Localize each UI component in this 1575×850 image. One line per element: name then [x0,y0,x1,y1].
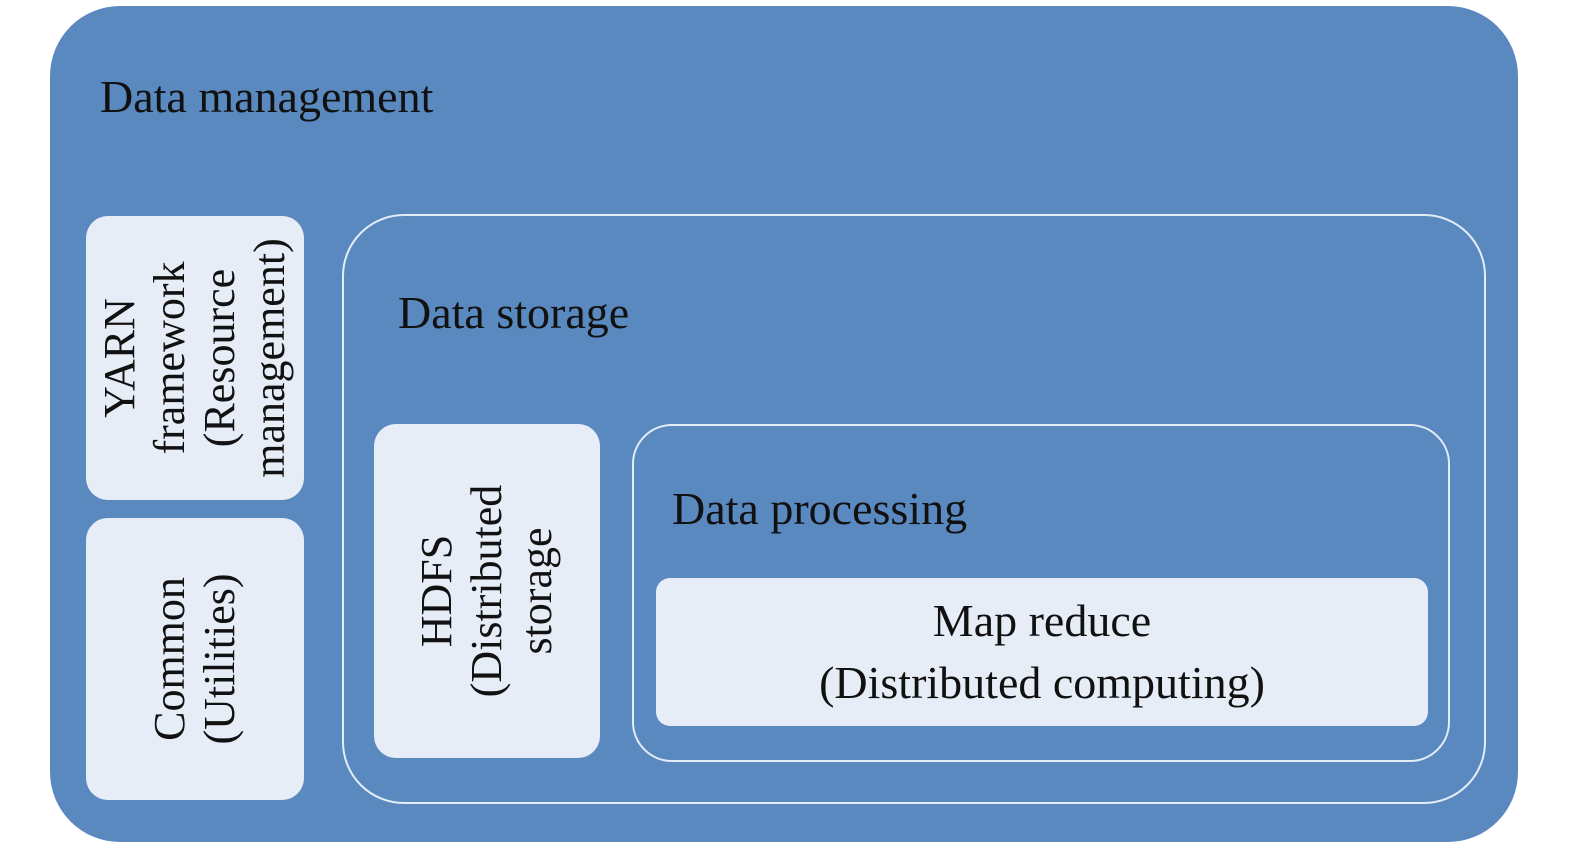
common-utilities-label: Common (Utilities) [145,573,245,744]
common-line-1: Common [145,577,194,741]
common-utilities-box: Common (Utilities) [86,518,304,800]
yarn-framework-label: YARN framework (Resource management) [95,238,295,477]
hdfs-line-1: HDFS [412,534,461,648]
yarn-line-3: (Resource [195,268,244,448]
data-processing-container: Data processing Map reduce (Distributed … [632,424,1450,762]
data-management-title: Data management [100,71,434,122]
data-storage-title: Data storage [398,287,630,338]
hdfs-line-2: (Distributed [462,484,511,698]
common-line-2: (Utilities) [195,573,244,745]
data-processing-title: Data processing [672,483,968,534]
hdfs-label: HDFS (Distributed storage [412,485,562,698]
hdfs-box: HDFS (Distributed storage [374,424,600,758]
yarn-framework-box: YARN framework (Resource management) [86,216,304,500]
map-reduce-line-2: (Distributed computing) [819,657,1265,708]
yarn-line-2: framework [145,261,194,455]
map-reduce-box: Map reduce (Distributed computing) [656,578,1428,726]
map-reduce-line-1: Map reduce [932,595,1152,646]
data-storage-container: Data storage HDFS (Distributed storage D… [342,214,1486,804]
data-management-container: Data management YARN framework (Resource… [50,6,1518,842]
yarn-line-1: YARN [95,298,144,418]
hdfs-line-3: storage [512,527,561,655]
yarn-line-4: management) [245,238,294,478]
